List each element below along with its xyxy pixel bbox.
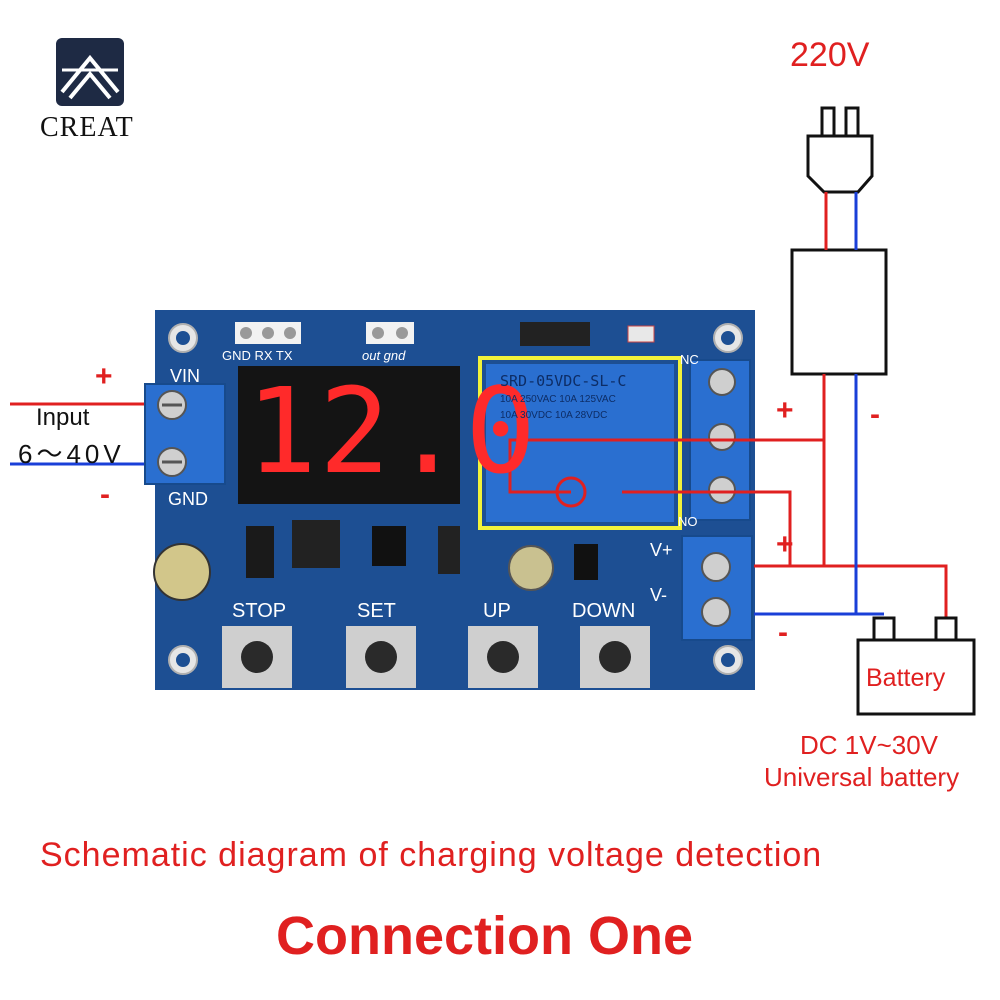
schematic-caption: Schematic diagram of charging voltage de… <box>40 836 823 874</box>
output-minus-label: V- <box>650 585 668 605</box>
led-indicator <box>627 325 655 343</box>
vin-label: VIN <box>170 366 201 386</box>
relay-rating-text-2: 10A 30VDC 10A 28VDC <box>500 410 608 421</box>
load-plus-sign: + <box>776 394 794 427</box>
power-adapter-box <box>790 248 888 376</box>
diode-d3 <box>246 526 274 578</box>
inductor-l1 <box>292 520 340 568</box>
uart-header <box>235 322 301 344</box>
uart-header-label: GND RX TX <box>222 348 293 363</box>
wiring <box>508 192 948 618</box>
out-header <box>366 322 414 344</box>
battery-plus-sign: + <box>776 528 794 561</box>
stop-button-label: STOP <box>232 600 287 622</box>
input-plus-sign: + <box>95 360 113 393</box>
ic-chip <box>372 526 406 566</box>
load-minus-sign: - <box>870 398 880 431</box>
battery-minus-sign: - <box>778 616 788 649</box>
relay-nc-label: NC <box>680 352 699 367</box>
relay-highlight-box <box>478 356 682 530</box>
battery-voltage-range: DC 1V~30V <box>800 730 939 760</box>
relay <box>486 364 674 522</box>
mains-plug-icon <box>806 106 874 194</box>
battery-icon <box>856 616 976 716</box>
relay-model-text: SRD-05VDC-SL-C <box>500 372 627 390</box>
mains-voltage-label: 220V <box>790 36 870 74</box>
electrolytic-capacitor <box>153 543 211 601</box>
output-terminal-block <box>681 535 753 641</box>
input-minus-sign: - <box>100 478 110 511</box>
button-caps <box>222 626 650 688</box>
relay-rating-text-1: 10A 250VAC 10A 125VAC <box>500 394 616 405</box>
down-button-label: DOWN <box>572 600 636 622</box>
diode-d1 <box>520 322 590 346</box>
transistor-q2 <box>574 544 598 580</box>
seven-segment-display <box>238 366 460 504</box>
gnd-label: GND <box>168 489 208 509</box>
up-button-label: UP <box>483 600 511 622</box>
set-button-label: SET <box>357 600 396 622</box>
battery-label: Battery <box>866 664 946 692</box>
display-value: 12.0 <box>246 362 539 500</box>
out-header-label: out gnd <box>362 348 406 363</box>
relay-no-label: NO <box>678 514 698 529</box>
buzzer <box>508 545 554 591</box>
diode-d2 <box>438 526 460 574</box>
connection-title: Connection One <box>276 906 693 966</box>
output-plus-label: V+ <box>650 540 673 560</box>
input-label: Input <box>36 404 90 431</box>
creat-logo-icon <box>56 38 124 106</box>
brand-name: CREAT <box>40 112 134 143</box>
battery-type: Universal battery <box>764 762 960 792</box>
input-terminal-block <box>144 383 226 485</box>
input-range: 6～40V <box>18 439 125 469</box>
